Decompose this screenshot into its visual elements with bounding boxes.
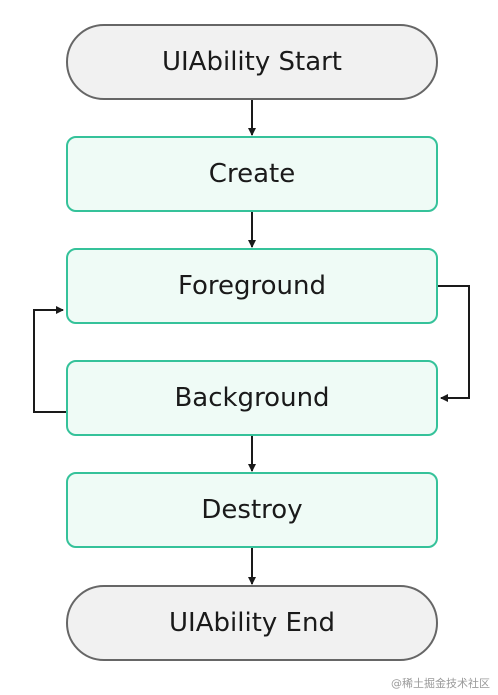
destroy-label: Destroy	[201, 495, 303, 525]
arrow-foreground-to-background	[438, 285, 470, 402]
background-label: Background	[174, 383, 330, 413]
watermark-text: @稀土掘金技术社区	[391, 677, 490, 690]
arrow-background-to-foreground	[33, 306, 66, 413]
uiability-start-node: UIAbility Start	[66, 24, 438, 100]
uiability-start-label: UIAbility Start	[161, 47, 343, 77]
destroy-node: Destroy	[66, 472, 438, 548]
foreground-node: Foreground	[66, 248, 438, 324]
background-node: Background	[66, 360, 438, 436]
create-label: Create	[208, 159, 296, 189]
foreground-label: Foreground	[177, 271, 327, 301]
create-node: Create	[66, 136, 438, 212]
uiability-end-label: UIAbility End	[169, 608, 335, 638]
uiability-end-node: UIAbility End	[66, 585, 438, 661]
